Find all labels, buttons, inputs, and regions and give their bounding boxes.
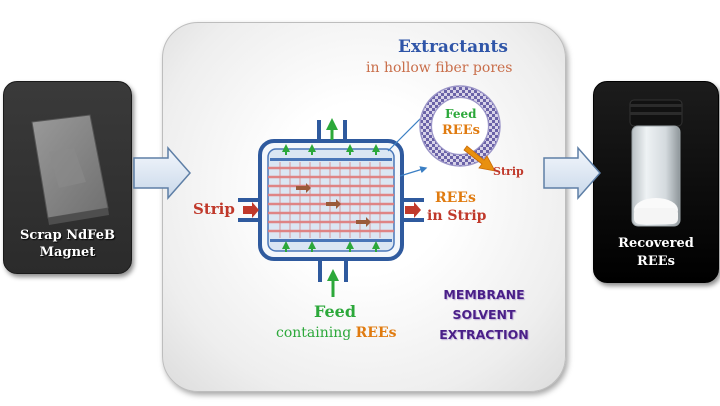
extractants-title: Extractants <box>398 37 508 57</box>
feed-containing-prefix: containing <box>276 325 356 341</box>
fiber-feed-label: Feed <box>445 107 477 121</box>
scrap-magnet-photo: Scrap NdFeB Magnet <box>3 81 132 274</box>
process-arrow-left <box>133 146 191 200</box>
process-name: MEMBRANE SOLVENT EXTRACTION <box>416 285 552 345</box>
rees-outlet-label-line1: REEs <box>435 190 476 206</box>
process-name-line3: EXTRACTION <box>439 327 529 342</box>
fiber-rees-label: REEs <box>442 123 480 138</box>
strip-inlet-label: Strip <box>193 200 235 218</box>
recovered-rees-photo: Recovered REEs <box>593 81 719 283</box>
process-name-line2: SOLVENT <box>452 307 516 322</box>
vial-image <box>629 99 683 227</box>
feed-containing-rees: REEs <box>355 325 397 341</box>
magnet-image <box>31 114 109 225</box>
zoom-connector-bottom <box>399 166 428 177</box>
process-name-line1: MEMBRANE <box>443 287 525 302</box>
scrap-magnet-caption-line2: Magnet <box>39 245 96 260</box>
membrane-module <box>238 118 424 297</box>
scrap-magnet-caption-line1: Scrap NdFeB <box>20 228 115 243</box>
extractants-subtitle: in hollow fiber pores <box>366 60 513 76</box>
feed-containing-label: containing REEs <box>276 325 397 341</box>
fiber-strip-label: Strip <box>493 165 524 178</box>
rees-outlet-label-line2: in Strip <box>427 208 487 224</box>
hollow-fiber-cross-section <box>419 85 501 172</box>
recovered-rees-caption-line1: Recovered <box>618 236 694 251</box>
feed-inlet-label: Feed <box>314 302 357 321</box>
recovered-rees-caption-line2: REEs <box>637 254 675 269</box>
process-arrow-right <box>543 146 601 200</box>
